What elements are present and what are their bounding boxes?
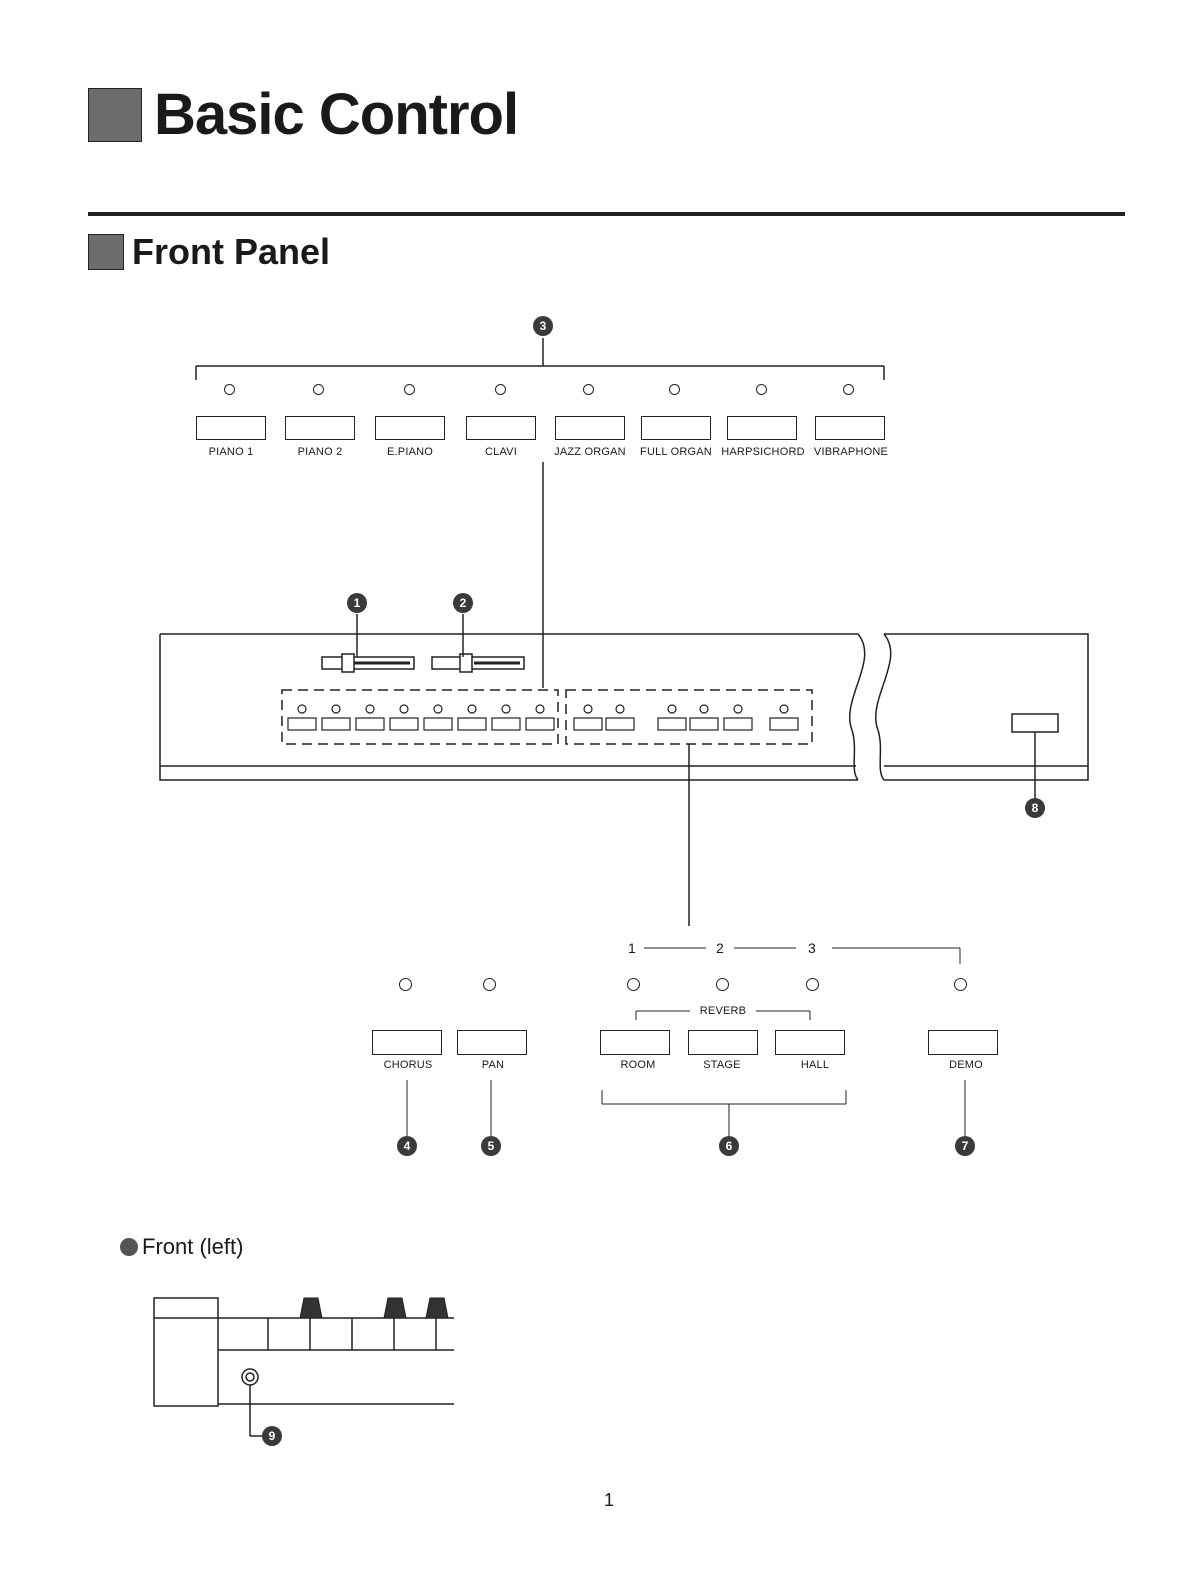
callout-4: 4 xyxy=(397,1136,417,1156)
filled-circle-icon xyxy=(120,1238,138,1256)
front-left-label-text: Front (left) xyxy=(142,1234,243,1260)
callout-8: 8 xyxy=(1025,798,1045,818)
callout-2: 2 xyxy=(453,593,473,613)
callout-6: 6 xyxy=(719,1136,739,1156)
led-chorus xyxy=(399,978,412,991)
demo-label: DEMO xyxy=(925,1059,1007,1071)
chorus-button[interactable] xyxy=(372,1030,442,1055)
led-room xyxy=(627,978,640,991)
reverb-group-label: REVERB xyxy=(694,1005,752,1017)
page-number: 1 xyxy=(604,1490,614,1511)
vibraphone-button[interactable] xyxy=(815,416,885,440)
pan-label: PAN xyxy=(452,1059,534,1071)
demo-number-3: 3 xyxy=(808,940,816,956)
full-organ-label: FULL ORGAN xyxy=(632,446,720,458)
room-button[interactable] xyxy=(600,1030,670,1055)
clavi-button[interactable] xyxy=(466,416,536,440)
callout-3: 3 xyxy=(533,316,553,336)
harpsichord-button[interactable] xyxy=(727,416,797,440)
e-piano-label: E.PIANO xyxy=(367,446,453,458)
callout-5: 5 xyxy=(481,1136,501,1156)
e-piano-button[interactable] xyxy=(375,416,445,440)
pan-button[interactable] xyxy=(457,1030,527,1055)
led-clavi xyxy=(495,384,506,395)
harpsichord-label: HARPSICHORD xyxy=(718,446,808,458)
led-vibraphone xyxy=(843,384,854,395)
led-e-piano xyxy=(404,384,415,395)
piano-2-label: PIANO 2 xyxy=(277,446,363,458)
stage-label: STAGE xyxy=(681,1059,763,1071)
clavi-label: CLAVI xyxy=(458,446,544,458)
chorus-label: CHORUS xyxy=(367,1059,449,1071)
led-piano-2 xyxy=(313,384,324,395)
stage-button[interactable] xyxy=(688,1030,758,1055)
room-label: ROOM xyxy=(597,1059,679,1071)
callout-7: 7 xyxy=(955,1136,975,1156)
jazz-organ-label: JAZZ ORGAN xyxy=(546,446,634,458)
led-full-organ xyxy=(669,384,680,395)
led-piano-1 xyxy=(224,384,235,395)
vibraphone-label: VIBRAPHONE xyxy=(808,446,894,458)
led-demo xyxy=(954,978,967,991)
full-organ-button[interactable] xyxy=(641,416,711,440)
jazz-organ-button[interactable] xyxy=(555,416,625,440)
piano-2-button[interactable] xyxy=(285,416,355,440)
piano-1-label: PIANO 1 xyxy=(188,446,274,458)
hall-label: HALL xyxy=(774,1059,856,1071)
callout-9: 9 xyxy=(262,1426,282,1446)
hall-button[interactable] xyxy=(775,1030,845,1055)
led-jazz-organ xyxy=(583,384,594,395)
demo-button[interactable] xyxy=(928,1030,998,1055)
demo-number-2: 2 xyxy=(716,940,724,956)
demo-number-1: 1 xyxy=(628,940,636,956)
led-stage xyxy=(716,978,729,991)
led-pan xyxy=(483,978,496,991)
led-harpsichord xyxy=(756,384,767,395)
front-left-heading: Front (left) xyxy=(120,1234,243,1260)
callout-1: 1 xyxy=(347,593,367,613)
led-hall xyxy=(806,978,819,991)
piano-1-button[interactable] xyxy=(196,416,266,440)
